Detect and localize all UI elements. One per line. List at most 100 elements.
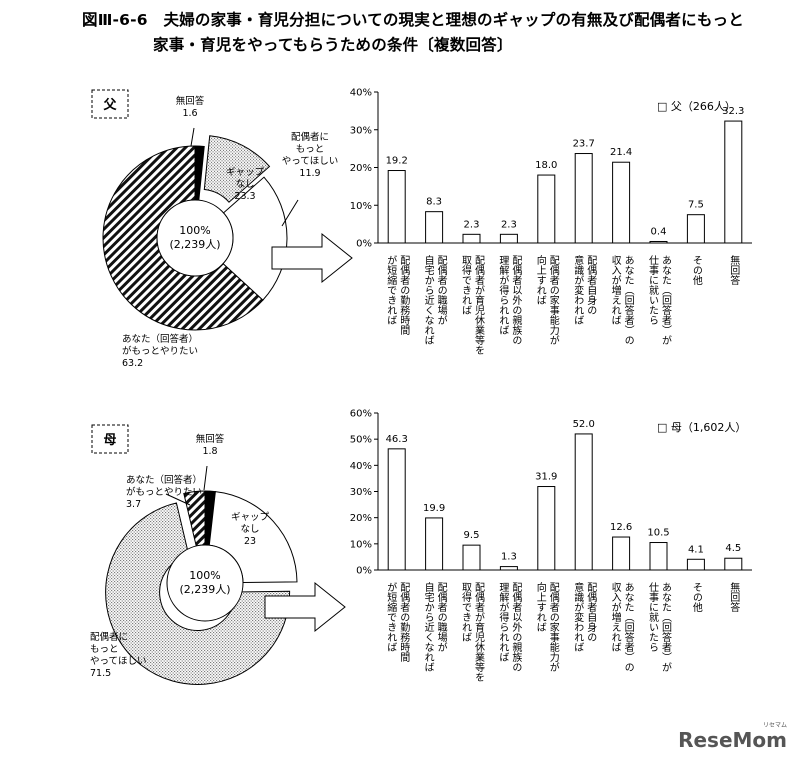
father-bars-category-label: 仕事に就いたら <box>647 254 659 325</box>
mother-bars-y-tick-label: 20% <box>350 513 372 524</box>
father-bars-y-tick-label: 30% <box>350 125 372 136</box>
mother-pie-slice-label-2: やってほしい <box>90 656 147 667</box>
mother-bars-category-label: 配偶者自身の <box>585 582 597 642</box>
mother-bars-legend: □ 母（1,602人） <box>657 421 746 434</box>
father-bars-category-label: あなた（回答者）の <box>622 255 634 345</box>
mother-pie-center-sublabel: (2,239人) <box>179 583 230 596</box>
father-bars-bar <box>649 240 668 244</box>
panel-tag-father-box <box>91 89 129 119</box>
figure-title-line1: 図Ⅲ-6-6 夫婦の家事・育児分担についての現実と理想のギャップの有無及び配偶者… <box>82 11 744 29</box>
father-bars-category-label: 理解が得られれば <box>497 255 509 335</box>
father-bars-y-tick-label: 0% <box>356 239 372 250</box>
father-bars-bar <box>686 214 705 244</box>
father-bars-y-tick-label: 20% <box>350 163 372 174</box>
father-bars-value-label: 21.4 <box>610 147 632 158</box>
father-bars-category-label: 向上すれば <box>534 254 546 305</box>
father-pie-slice-label-1: 配偶者に <box>291 131 329 143</box>
mother-bars-value-label: 4.1 <box>688 544 704 555</box>
mother-bars-bar <box>499 566 518 571</box>
father-pie-slice-label-2: なし <box>235 179 254 190</box>
father-bars-category-label: 配偶者以外の親族の <box>510 255 522 345</box>
mother-bars-category-label: が短縮できれば <box>385 581 397 652</box>
father-bars-bar <box>537 174 556 244</box>
father-bars-category-label: 意識が変われば <box>572 254 584 325</box>
mother-pie-slice-label-1: ギャップ <box>231 512 270 523</box>
father-pie-slice-0 <box>194 145 205 201</box>
father-bars-category-label: 収入が増えれば <box>609 255 621 325</box>
mother-bars-value-label: 4.5 <box>725 543 741 554</box>
father-bars-category-label: 自宅から近くなれば <box>422 254 434 345</box>
panel-tag-mother-box <box>91 424 129 454</box>
father-pie-leader-noanswer <box>190 127 195 147</box>
father-pie-slice-label-1: 11.9 <box>299 168 320 179</box>
mother-bars-category-label: 配偶者の家事能力が <box>547 582 559 672</box>
mother-bars-value-label: 1.3 <box>501 552 517 563</box>
mother-pie-slice-label-0: 1.8 <box>202 446 217 457</box>
father-arrow <box>271 232 353 284</box>
father-bars-category-label: 配偶者の勤務時間 <box>398 255 410 336</box>
panel-tag-father: 父 <box>102 98 117 113</box>
father-pie-slice-label-2: ギャップ <box>226 167 265 178</box>
mother-bars-value-label: 19.9 <box>423 503 445 514</box>
mother-bars-category-label: 収入が増えれば <box>609 582 621 652</box>
mother-pie-slice-label-2: 配偶者に <box>90 631 128 643</box>
mother-bars-value-label: 12.6 <box>610 522 632 533</box>
mother-bars-category-label: 仕事に就いたら <box>647 581 659 652</box>
mother-pie-leader-you <box>165 493 191 506</box>
father-pie-slice-label-1: もっと <box>296 144 325 155</box>
mother-bars-category-label: 自宅から近くなれば <box>422 581 434 672</box>
mother-bars-y-tick-label: 60% <box>350 409 372 420</box>
mother-pie-slice-2 <box>105 502 291 685</box>
father-bars-bar <box>387 170 406 244</box>
father-bars-bar <box>574 153 593 244</box>
father-bars-category-label: その他 <box>690 255 702 286</box>
father-bars-value-label: 8.3 <box>426 197 442 208</box>
logo-subtext: リセマム <box>762 722 787 729</box>
mother-bars-bar <box>686 558 705 571</box>
mother-bars-bar <box>574 433 593 571</box>
mother-bars-y-tick-label: 0% <box>356 566 372 577</box>
mother-bars-bar <box>649 542 668 571</box>
mother-bars-category-label: 配偶者以外の親族の <box>510 582 522 672</box>
mother-bars-value-label: 52.0 <box>573 419 595 430</box>
mother-bars-y-tick-label: 30% <box>350 487 372 498</box>
father-bars-bar <box>499 233 518 244</box>
father-pie-slice-label-0: 1.6 <box>182 108 197 119</box>
mother-bars-category-label: あなた（回答者）が <box>660 582 672 672</box>
father-bars-bar <box>612 161 631 244</box>
mother-bars-y-tick-label: 40% <box>350 461 372 472</box>
father-pie-slice-label-1: やってほしい <box>282 156 339 167</box>
father-bars-value-label: 2.3 <box>464 219 480 230</box>
mother-bars-category-label: 取得できれば <box>460 582 472 642</box>
mother-bars-category-label: 理解が得られれば <box>497 582 509 662</box>
mother-pie-slice-label-1: 23 <box>244 536 256 547</box>
mother-pie-leader-noanswer <box>203 465 208 491</box>
mother-bars-value-label: 9.5 <box>464 530 480 541</box>
mother-pie-center-hole <box>166 544 244 622</box>
mother-bars-category-label: 配偶者の勤務時間 <box>398 582 410 663</box>
panel-tag-mother: 母 <box>103 433 116 448</box>
father-bars-category-label: あなた（回答者）が <box>660 255 672 345</box>
father-bars-category-label: 配偶者自身の <box>585 255 597 315</box>
father-bars-value-label: 32.3 <box>722 106 744 117</box>
father-bars-y-tick-label: 40% <box>350 88 372 99</box>
mother-bars-category-label: 意識が変われば <box>572 581 584 652</box>
father-pie-center-hole <box>156 199 234 277</box>
father-bars-category-label: 配偶者の家事能力が <box>547 255 559 345</box>
father-bars-value-label: 7.5 <box>688 200 704 211</box>
mother-pie-slice-label-3: あなた（回答者） <box>126 474 202 486</box>
mother-pie-slice-label-3: がもっとやりたい <box>126 486 202 498</box>
mother-bars-value-label: 46.3 <box>386 434 408 445</box>
mother-bars-category-label: 無回答 <box>728 581 740 613</box>
mother-bars-category-label: 向上すれば <box>534 581 546 632</box>
logo-text: ReseMom <box>678 728 787 752</box>
mother-arrow <box>264 581 346 633</box>
mother-bars-category-label: あなた（回答者）の <box>622 582 634 672</box>
mother-bars-category-label: 配偶者が育児休業等を <box>473 582 485 682</box>
mother-pie-slice-label-1: なし <box>240 524 259 535</box>
father-pie-slice-label-2: 23.3 <box>234 191 255 202</box>
father-pie-slice-label-3: 63.2 <box>122 358 143 369</box>
father-bars-value-label: 0.4 <box>651 226 667 237</box>
father-pie-center-label: 100% <box>179 224 210 237</box>
